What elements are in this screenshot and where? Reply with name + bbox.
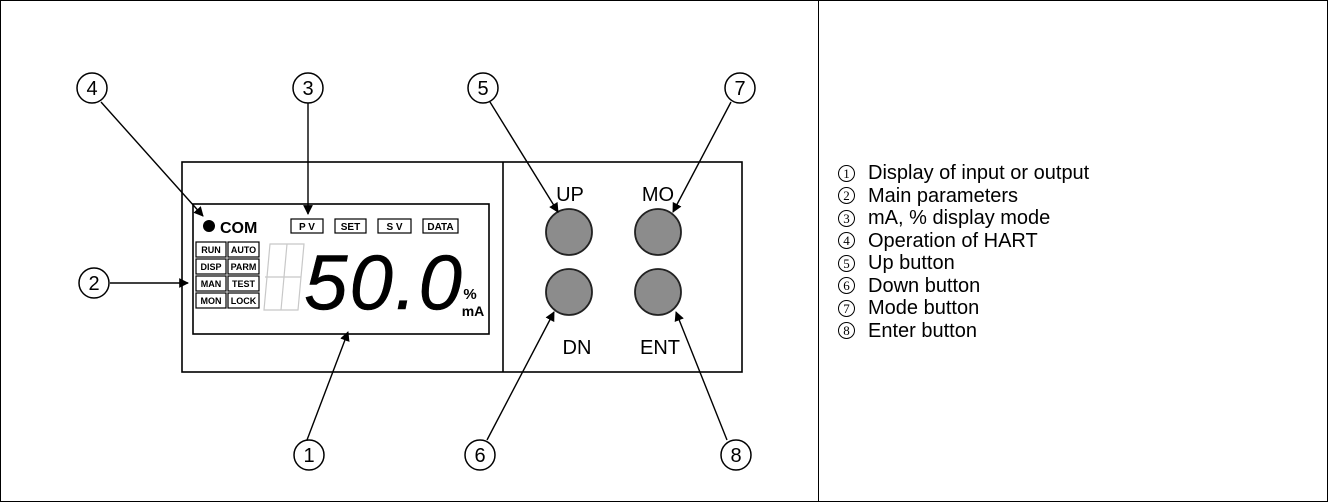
- legend-number: 1: [838, 164, 855, 182]
- legend-number: 7: [838, 299, 855, 317]
- enter-button[interactable]: [634, 268, 682, 316]
- legend-item: 3 mA, % display mode: [838, 207, 1089, 230]
- param-disp: DISP: [200, 262, 221, 272]
- legend-item: 5 Up button: [838, 252, 1089, 275]
- callout-1-circle: [293, 439, 325, 471]
- mode-tag-pv: P V: [299, 222, 315, 233]
- legend-number: 8: [838, 322, 855, 340]
- legend-text: Up button: [868, 252, 955, 275]
- legend-text: Down button: [868, 274, 981, 297]
- mode-tag-sv: S V: [386, 222, 402, 233]
- unit-percent: %: [463, 286, 476, 303]
- callout-3-number: 3: [302, 78, 313, 100]
- legend-text: Operation of HART: [868, 229, 1038, 252]
- lcd-unused-segments: [263, 243, 305, 311]
- leader-5: [489, 101, 559, 213]
- unit-ma: mA: [462, 303, 485, 319]
- legend-item: 2 Main parameters: [838, 185, 1089, 208]
- legend-text: Display of input or output: [868, 162, 1090, 185]
- enter-button-label: ENT: [640, 337, 680, 359]
- param-man: MAN: [201, 279, 222, 289]
- leader-4: [100, 101, 204, 217]
- legend-item: 1 Display of input or output: [838, 162, 1089, 185]
- legend-item: 8 Enter button: [838, 320, 1089, 343]
- callout-3-circle: [292, 72, 324, 104]
- main-display-value: 50.0: [304, 238, 464, 326]
- callout-8-circle: [720, 439, 752, 471]
- leader-6: [486, 311, 555, 441]
- legend-item: 7 Mode button: [838, 297, 1089, 320]
- legend-number: 2: [838, 187, 855, 205]
- param-run: RUN: [201, 245, 221, 255]
- callout-1-number: 1: [303, 445, 314, 467]
- param-auto: AUTO: [231, 245, 256, 255]
- legend-number: 6: [838, 277, 855, 295]
- mode-tags: P V SET S V DATA: [290, 218, 459, 234]
- callout-7-number: 7: [734, 78, 745, 100]
- callout-2-circle: [78, 267, 110, 299]
- legend-text: mA, % display mode: [868, 207, 1051, 230]
- down-button-label: DN: [563, 337, 592, 359]
- legend-text: Enter button: [868, 319, 977, 342]
- callout-8-number: 8: [730, 445, 741, 467]
- com-label: COM: [220, 220, 257, 237]
- callout-5-number: 5: [477, 78, 488, 100]
- legend-number: 4: [838, 232, 855, 250]
- up-button-label: UP: [556, 184, 584, 206]
- legend-list: 1 Display of input or output 2 Main parame…: [838, 162, 1089, 342]
- callout-5-circle: [467, 72, 499, 104]
- param-lock: LOCK: [231, 296, 257, 306]
- param-mon: MON: [201, 296, 222, 306]
- up-button[interactable]: [545, 208, 593, 256]
- legend-text: Main parameters: [868, 184, 1019, 207]
- callout-4-circle: [76, 72, 108, 104]
- param-test: TEST: [232, 279, 256, 289]
- legend-text: Mode button: [868, 297, 980, 320]
- mode-button-label: MO: [642, 184, 674, 206]
- callout-2-number: 2: [88, 273, 99, 295]
- legend-item: 6 Down button: [838, 275, 1089, 298]
- legend-number: 5: [838, 254, 855, 272]
- callout-4-number: 4: [86, 78, 97, 100]
- down-button[interactable]: [545, 268, 593, 316]
- callout-6-number: 6: [474, 445, 485, 467]
- callout-7-circle: [724, 72, 756, 104]
- callout-6-circle: [464, 439, 496, 471]
- figure-divider: [818, 0, 819, 502]
- legend-number: 3: [838, 209, 855, 227]
- mode-tag-data: DATA: [427, 222, 453, 233]
- parameter-tags: RUN AUTO DISP PARM MAN TEST MON LOCK: [195, 241, 260, 309]
- mode-button[interactable]: [634, 208, 682, 256]
- mode-tag-set: SET: [341, 222, 360, 233]
- device-diagram: COM P V SET S V DATA RUN AUTO DISP PARM …: [76, 72, 756, 471]
- param-parm: PARM: [231, 262, 257, 272]
- leader-1: [306, 331, 350, 441]
- legend-item: 4 Operation of HART: [838, 230, 1089, 253]
- leader-8: [674, 311, 728, 441]
- com-indicator-dot: [203, 220, 215, 232]
- leader-7: [672, 101, 732, 213]
